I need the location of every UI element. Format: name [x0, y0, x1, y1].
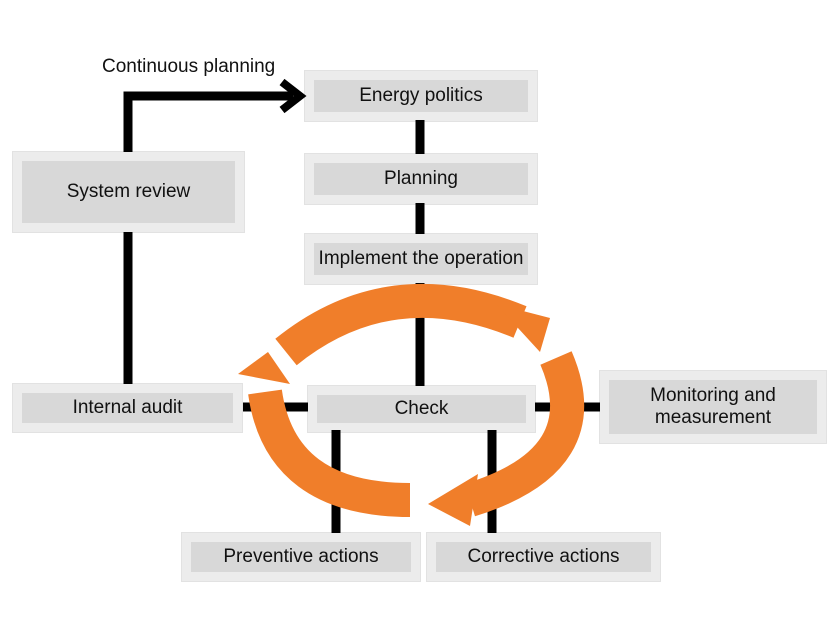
- continuous-planning-arrowhead: [279, 78, 307, 114]
- internal-audit-label: Internal audit: [72, 397, 183, 418]
- corrective-actions-box: Corrective actions: [426, 532, 661, 582]
- continuous-planning-label: Continuous planning: [100, 56, 278, 78]
- energy-politics-label: Energy politics: [359, 85, 483, 106]
- monitoring-measurement-box: Monitoring and measurement: [599, 370, 827, 444]
- preventive-actions-label: Preventive actions: [223, 546, 379, 567]
- implement-operation-label: Implement the operation: [318, 248, 524, 269]
- corrective-actions-label: Corrective actions: [467, 546, 620, 567]
- monitoring-label-line1: Monitoring and: [650, 385, 776, 406]
- implement-operation-box: Implement the operation: [304, 233, 538, 285]
- preventive-actions-box: Preventive actions: [181, 532, 421, 582]
- internal-audit-box: Internal audit: [12, 383, 243, 433]
- planning-label: Planning: [384, 168, 458, 189]
- continuous-planning-line: [123, 91, 293, 152]
- check-label: Check: [394, 398, 449, 419]
- monitoring-label-line2: measurement: [654, 407, 772, 428]
- system-review-label: System review: [66, 181, 191, 202]
